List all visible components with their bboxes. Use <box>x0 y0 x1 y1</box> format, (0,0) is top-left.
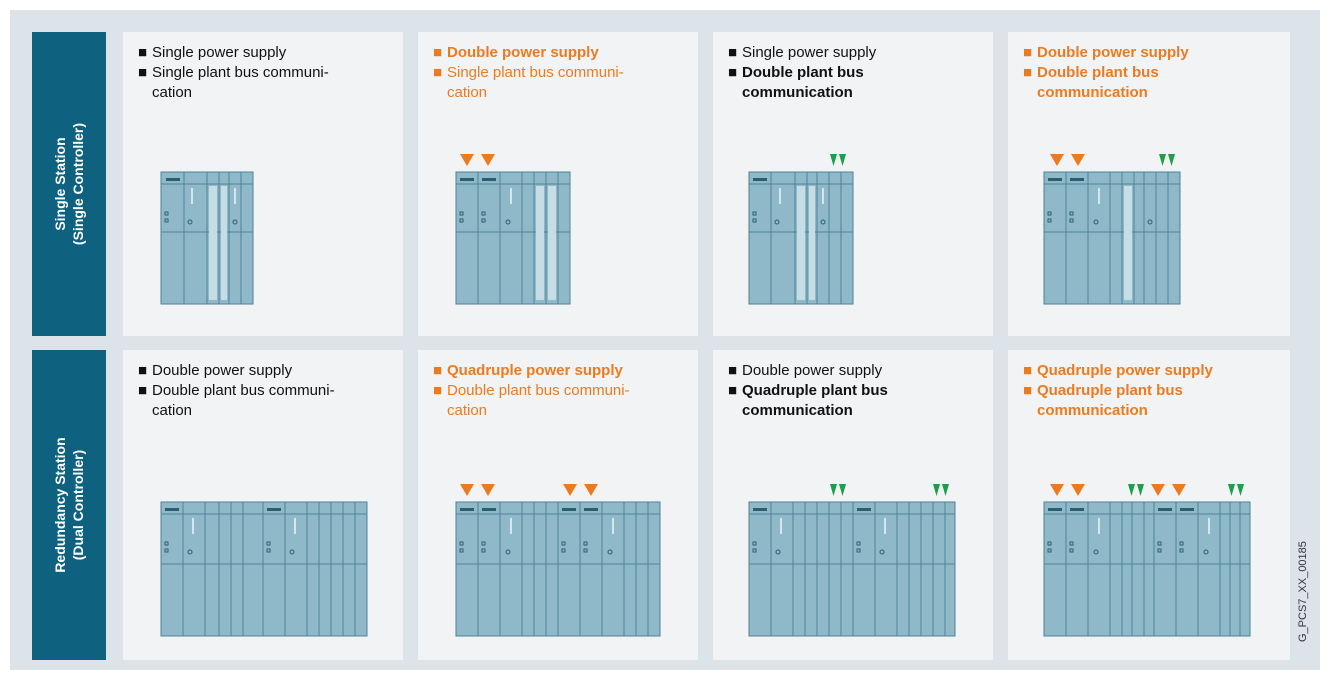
feature-line: cation <box>433 402 487 420</box>
feature-line: communication <box>1023 402 1148 420</box>
feature-line: cation <box>138 84 192 102</box>
bus-communication-icon <box>830 484 949 496</box>
controller-rack-diagram <box>1043 154 1181 305</box>
bullet: ■ <box>1023 362 1033 379</box>
feature-line: cation <box>433 84 487 102</box>
feature-line: ■Quadruple plant bus <box>728 382 888 400</box>
feature-line: cation <box>138 402 192 420</box>
controller-rack-diagram <box>160 171 254 305</box>
feature-line: ■Double power supply <box>433 44 599 62</box>
feature-text: cation <box>152 402 193 419</box>
power-supply-icon <box>1050 154 1085 166</box>
feature-line: ■Double plant bus <box>1023 64 1159 82</box>
row-label-line1: Redundancy Station <box>52 437 68 573</box>
feature-text: Quadruple plant bus <box>1037 382 1183 399</box>
feature-text: cation <box>152 84 193 101</box>
bullet: ■ <box>728 362 738 379</box>
bus-communication-icon <box>1128 484 1244 496</box>
feature-text: Single power supply <box>152 44 287 61</box>
feature-line: ■Single plant bus communi- <box>433 64 624 82</box>
bullet: ■ <box>138 64 148 81</box>
row-label-text: Single Station (Single Controller) <box>51 123 87 245</box>
feature-line: communication <box>1023 84 1148 102</box>
bus-communication-icon <box>1159 154 1175 166</box>
feature-text: Double plant bus <box>742 64 864 81</box>
controller-rack-diagram <box>455 154 571 305</box>
power-supply-icon <box>1050 484 1186 496</box>
controller-rack-diagram <box>748 154 854 305</box>
feature-text: Double power supply <box>152 362 293 379</box>
bullet: ■ <box>728 64 738 81</box>
row-label-line2: (Single Controller) <box>70 122 86 246</box>
row-label-single-station: Single Station (Single Controller) <box>32 32 106 336</box>
cell-redundancy-3: ■Double power supply■Quadruple plant bus… <box>713 350 993 660</box>
controller-rack-diagram <box>748 484 956 637</box>
feature-text: communication <box>742 84 853 101</box>
feature-line: communication <box>728 84 853 102</box>
feature-text: communication <box>1037 84 1148 101</box>
feature-line: ■Single plant bus communi- <box>138 64 329 82</box>
feature-text: Double power supply <box>742 362 883 379</box>
bullet: ■ <box>728 44 738 61</box>
feature-line: ■Single power supply <box>138 44 286 62</box>
bullet: ■ <box>1023 44 1033 61</box>
feature-line: ■Quadruple plant bus <box>1023 382 1183 400</box>
feature-text: communication <box>1037 402 1148 419</box>
feature-line: ■Quadruple power supply <box>1023 362 1213 380</box>
feature-line: ■Single power supply <box>728 44 876 62</box>
row-label-redundancy-station: Redundancy Station (Dual Controller) <box>32 350 106 660</box>
cell-redundancy-4: ■Quadruple power supply■Quadruple plant … <box>1008 350 1290 660</box>
feature-text: Single plant bus communi- <box>152 64 329 81</box>
bullet: ■ <box>138 362 148 379</box>
cell-single-2: ■Double power supply■Single plant bus co… <box>418 32 698 336</box>
feature-text: Single power supply <box>742 44 877 61</box>
bullet: ■ <box>138 382 148 399</box>
feature-line: ■Double power supply <box>728 362 882 380</box>
feature-line: ■Double power supply <box>1023 44 1189 62</box>
controller-rack-diagram <box>1043 484 1251 637</box>
feature-text: Double power supply <box>447 44 599 61</box>
row-label-line1: Single Station <box>52 137 68 231</box>
bullet: ■ <box>728 382 738 399</box>
feature-line: ■Double plant bus communi- <box>433 382 630 400</box>
feature-line: ■Quadruple power supply <box>433 362 623 380</box>
figure-root: Single Station (Single Controller) Redun… <box>10 10 1320 670</box>
controller-rack-diagram <box>160 501 368 637</box>
feature-text: communication <box>742 402 853 419</box>
power-supply-icon <box>460 154 495 166</box>
feature-line: ■Double power supply <box>138 362 292 380</box>
feature-text: cation <box>447 402 488 419</box>
bullet: ■ <box>433 382 443 399</box>
feature-line: ■Double plant bus communi- <box>138 382 335 400</box>
feature-text: Quadruple power supply <box>1037 362 1213 379</box>
bullet: ■ <box>138 44 148 61</box>
feature-text: Quadruple plant bus <box>742 382 888 399</box>
bullet: ■ <box>433 362 443 379</box>
row-label-text: Redundancy Station (Dual Controller) <box>51 437 87 572</box>
row-label-line2: (Dual Controller) <box>70 449 86 561</box>
feature-text: Double plant bus communi- <box>152 382 335 399</box>
figure-id: G_PCS7_XX_00185 <box>1297 541 1309 642</box>
feature-text: Single plant bus communi- <box>447 64 624 81</box>
cell-redundancy-1: ■Double power supply■Double plant bus co… <box>123 350 403 660</box>
feature-line: communication <box>728 402 853 420</box>
bullet: ■ <box>433 64 443 81</box>
feature-text: Double plant bus communi- <box>447 382 630 399</box>
power-supply-icon <box>460 484 598 496</box>
feature-line: ■Double plant bus <box>728 64 864 82</box>
bullet: ■ <box>1023 64 1033 81</box>
feature-text: Double plant bus <box>1037 64 1159 81</box>
feature-text: Double power supply <box>1037 44 1189 61</box>
cell-redundancy-2: ■Quadruple power supply■Double plant bus… <box>418 350 698 660</box>
feature-text: Quadruple power supply <box>447 362 623 379</box>
bullet: ■ <box>433 44 443 61</box>
bullet: ■ <box>1023 382 1033 399</box>
feature-text: cation <box>447 84 488 101</box>
controller-rack-diagram <box>455 484 661 637</box>
bus-communication-icon <box>830 154 846 166</box>
cell-single-1: ■Single power supply■Single plant bus co… <box>123 32 403 336</box>
